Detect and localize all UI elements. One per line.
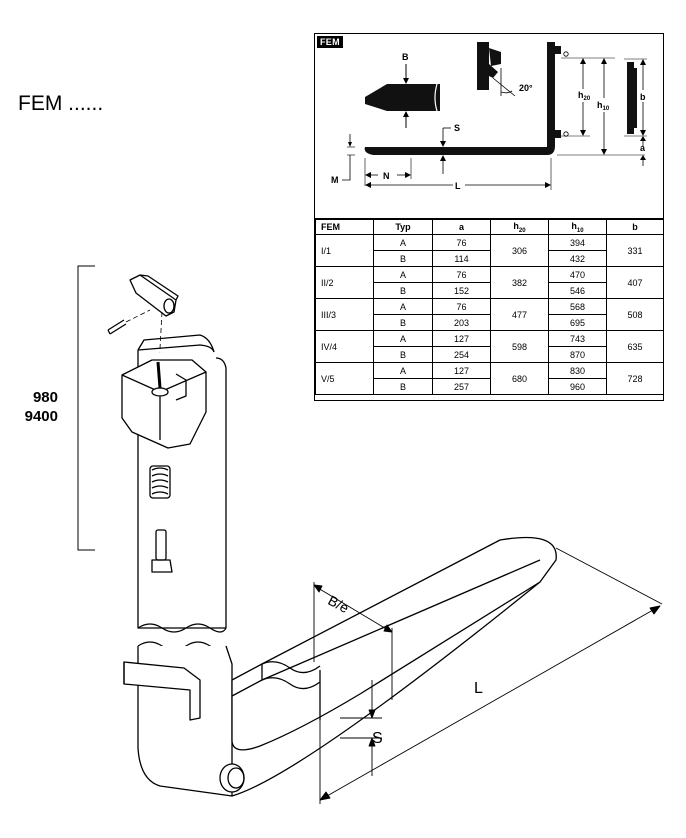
cell-typ: A bbox=[373, 298, 433, 315]
cell-a: 257 bbox=[432, 378, 491, 395]
cell-typ: B bbox=[373, 250, 433, 267]
cell-a: 127 bbox=[432, 330, 491, 347]
cell-h10: 830 bbox=[548, 362, 607, 379]
label-angle: 20° bbox=[519, 83, 533, 93]
fem-tag: FEM bbox=[317, 36, 343, 48]
fem-schematic: B 20° S M N bbox=[331, 42, 647, 191]
cell-h20: 598 bbox=[490, 330, 549, 363]
table-row: B 257 960 bbox=[316, 378, 664, 395]
cell-fem: III/3 bbox=[315, 298, 374, 331]
cell-h10: 546 bbox=[548, 282, 607, 299]
label-L: L bbox=[455, 181, 461, 191]
table-header-row: FEM Typ a h20 h10 b bbox=[315, 218, 664, 235]
cell-a: 254 bbox=[432, 346, 491, 363]
cell-h20: 477 bbox=[490, 298, 549, 331]
header-fem: FEM bbox=[315, 218, 374, 235]
cell-h10: 695 bbox=[548, 314, 607, 331]
cell-h10: 960 bbox=[548, 378, 607, 395]
cell-fem: IV/4 bbox=[315, 330, 374, 363]
cell-h20: 382 bbox=[490, 266, 549, 299]
cell-a: 152 bbox=[432, 282, 491, 299]
fork-upright bbox=[121, 334, 245, 797]
header-h20: h20 bbox=[490, 218, 549, 235]
header-b: b bbox=[606, 218, 664, 235]
cell-h20: 680 bbox=[490, 362, 549, 395]
label-N: N bbox=[383, 171, 390, 181]
cell-typ: A bbox=[373, 362, 433, 379]
table-row: IV/4 A 127 598 743 635 bbox=[315, 330, 664, 363]
cell-b: 635 bbox=[606, 330, 664, 363]
cell-h10: 394 bbox=[548, 234, 607, 251]
table-row: II/2 A 76 382 470 407 bbox=[315, 266, 664, 299]
cell-typ: B bbox=[373, 346, 433, 363]
cell-typ: A bbox=[373, 266, 433, 283]
retaining-pin bbox=[107, 274, 179, 386]
cell-a: 76 bbox=[432, 266, 491, 283]
cell-a: 114 bbox=[432, 250, 491, 267]
cell-h10: 743 bbox=[548, 330, 607, 347]
label-iso-width: B/e bbox=[325, 592, 352, 616]
label-h10: h10 bbox=[597, 100, 610, 112]
header-typ: Typ bbox=[373, 218, 433, 235]
label-M: M bbox=[331, 175, 339, 185]
header-a: a bbox=[432, 218, 491, 235]
cell-typ: B bbox=[373, 378, 433, 395]
cell-a: 76 bbox=[432, 234, 491, 251]
header-h10: h10 bbox=[548, 218, 607, 235]
part-number-1: 980 bbox=[32, 389, 58, 406]
label-b: b bbox=[640, 92, 646, 102]
cell-typ: B bbox=[373, 282, 433, 299]
cell-h20: 306 bbox=[490, 234, 549, 267]
cell-fem: V/5 bbox=[315, 362, 374, 395]
cell-h10: 568 bbox=[548, 298, 607, 315]
label-S: S bbox=[454, 123, 460, 133]
table-row: I/1 A 76 306 394 331 bbox=[315, 234, 664, 267]
cell-h10: 432 bbox=[548, 250, 607, 267]
cell-fem: II/2 bbox=[315, 266, 374, 299]
label-iso-length: L bbox=[474, 680, 483, 697]
fem-spec-panel: FEM B 20° S bbox=[314, 33, 664, 401]
table-row: B 152 546 bbox=[316, 282, 664, 299]
cell-b: 407 bbox=[606, 266, 664, 299]
table-row: III/3 A 76 477 568 508 bbox=[315, 298, 664, 331]
table-row: V/5 A 127 680 830 728 bbox=[315, 362, 664, 395]
label-h20: h20 bbox=[578, 90, 591, 102]
part-bracket bbox=[77, 265, 95, 551]
label-a: a bbox=[640, 143, 646, 153]
cell-typ: A bbox=[373, 330, 433, 347]
cell-a: 203 bbox=[432, 314, 491, 331]
fork-section-shape bbox=[365, 84, 440, 111]
page-title: FEM ...... bbox=[18, 92, 104, 115]
dim-l bbox=[319, 547, 663, 804]
cell-b: 728 bbox=[606, 362, 664, 395]
cell-b: 508 bbox=[606, 298, 664, 331]
fem-spec-table: FEM Typ a h20 h10 b I/1 A 76 306 394 331… bbox=[315, 218, 664, 395]
label-B: B bbox=[402, 52, 409, 62]
cell-typ: A bbox=[373, 234, 433, 251]
cell-h10: 870 bbox=[548, 346, 607, 363]
cell-a: 127 bbox=[432, 362, 491, 379]
table-body: I/1 A 76 306 394 331 B 114 432 II/2 A 76… bbox=[315, 234, 664, 395]
cell-a: 76 bbox=[432, 298, 491, 315]
dim-s bbox=[340, 680, 382, 776]
cell-h10: 470 bbox=[548, 266, 607, 283]
fork-blade bbox=[231, 536, 557, 797]
dim-b-e bbox=[313, 582, 393, 700]
cell-typ: B bbox=[373, 314, 433, 331]
cell-fem: I/1 bbox=[315, 234, 374, 267]
label-iso-thickness: S bbox=[372, 730, 383, 747]
part-number-2: 9400 bbox=[24, 408, 58, 425]
cell-b: 331 bbox=[606, 234, 664, 267]
